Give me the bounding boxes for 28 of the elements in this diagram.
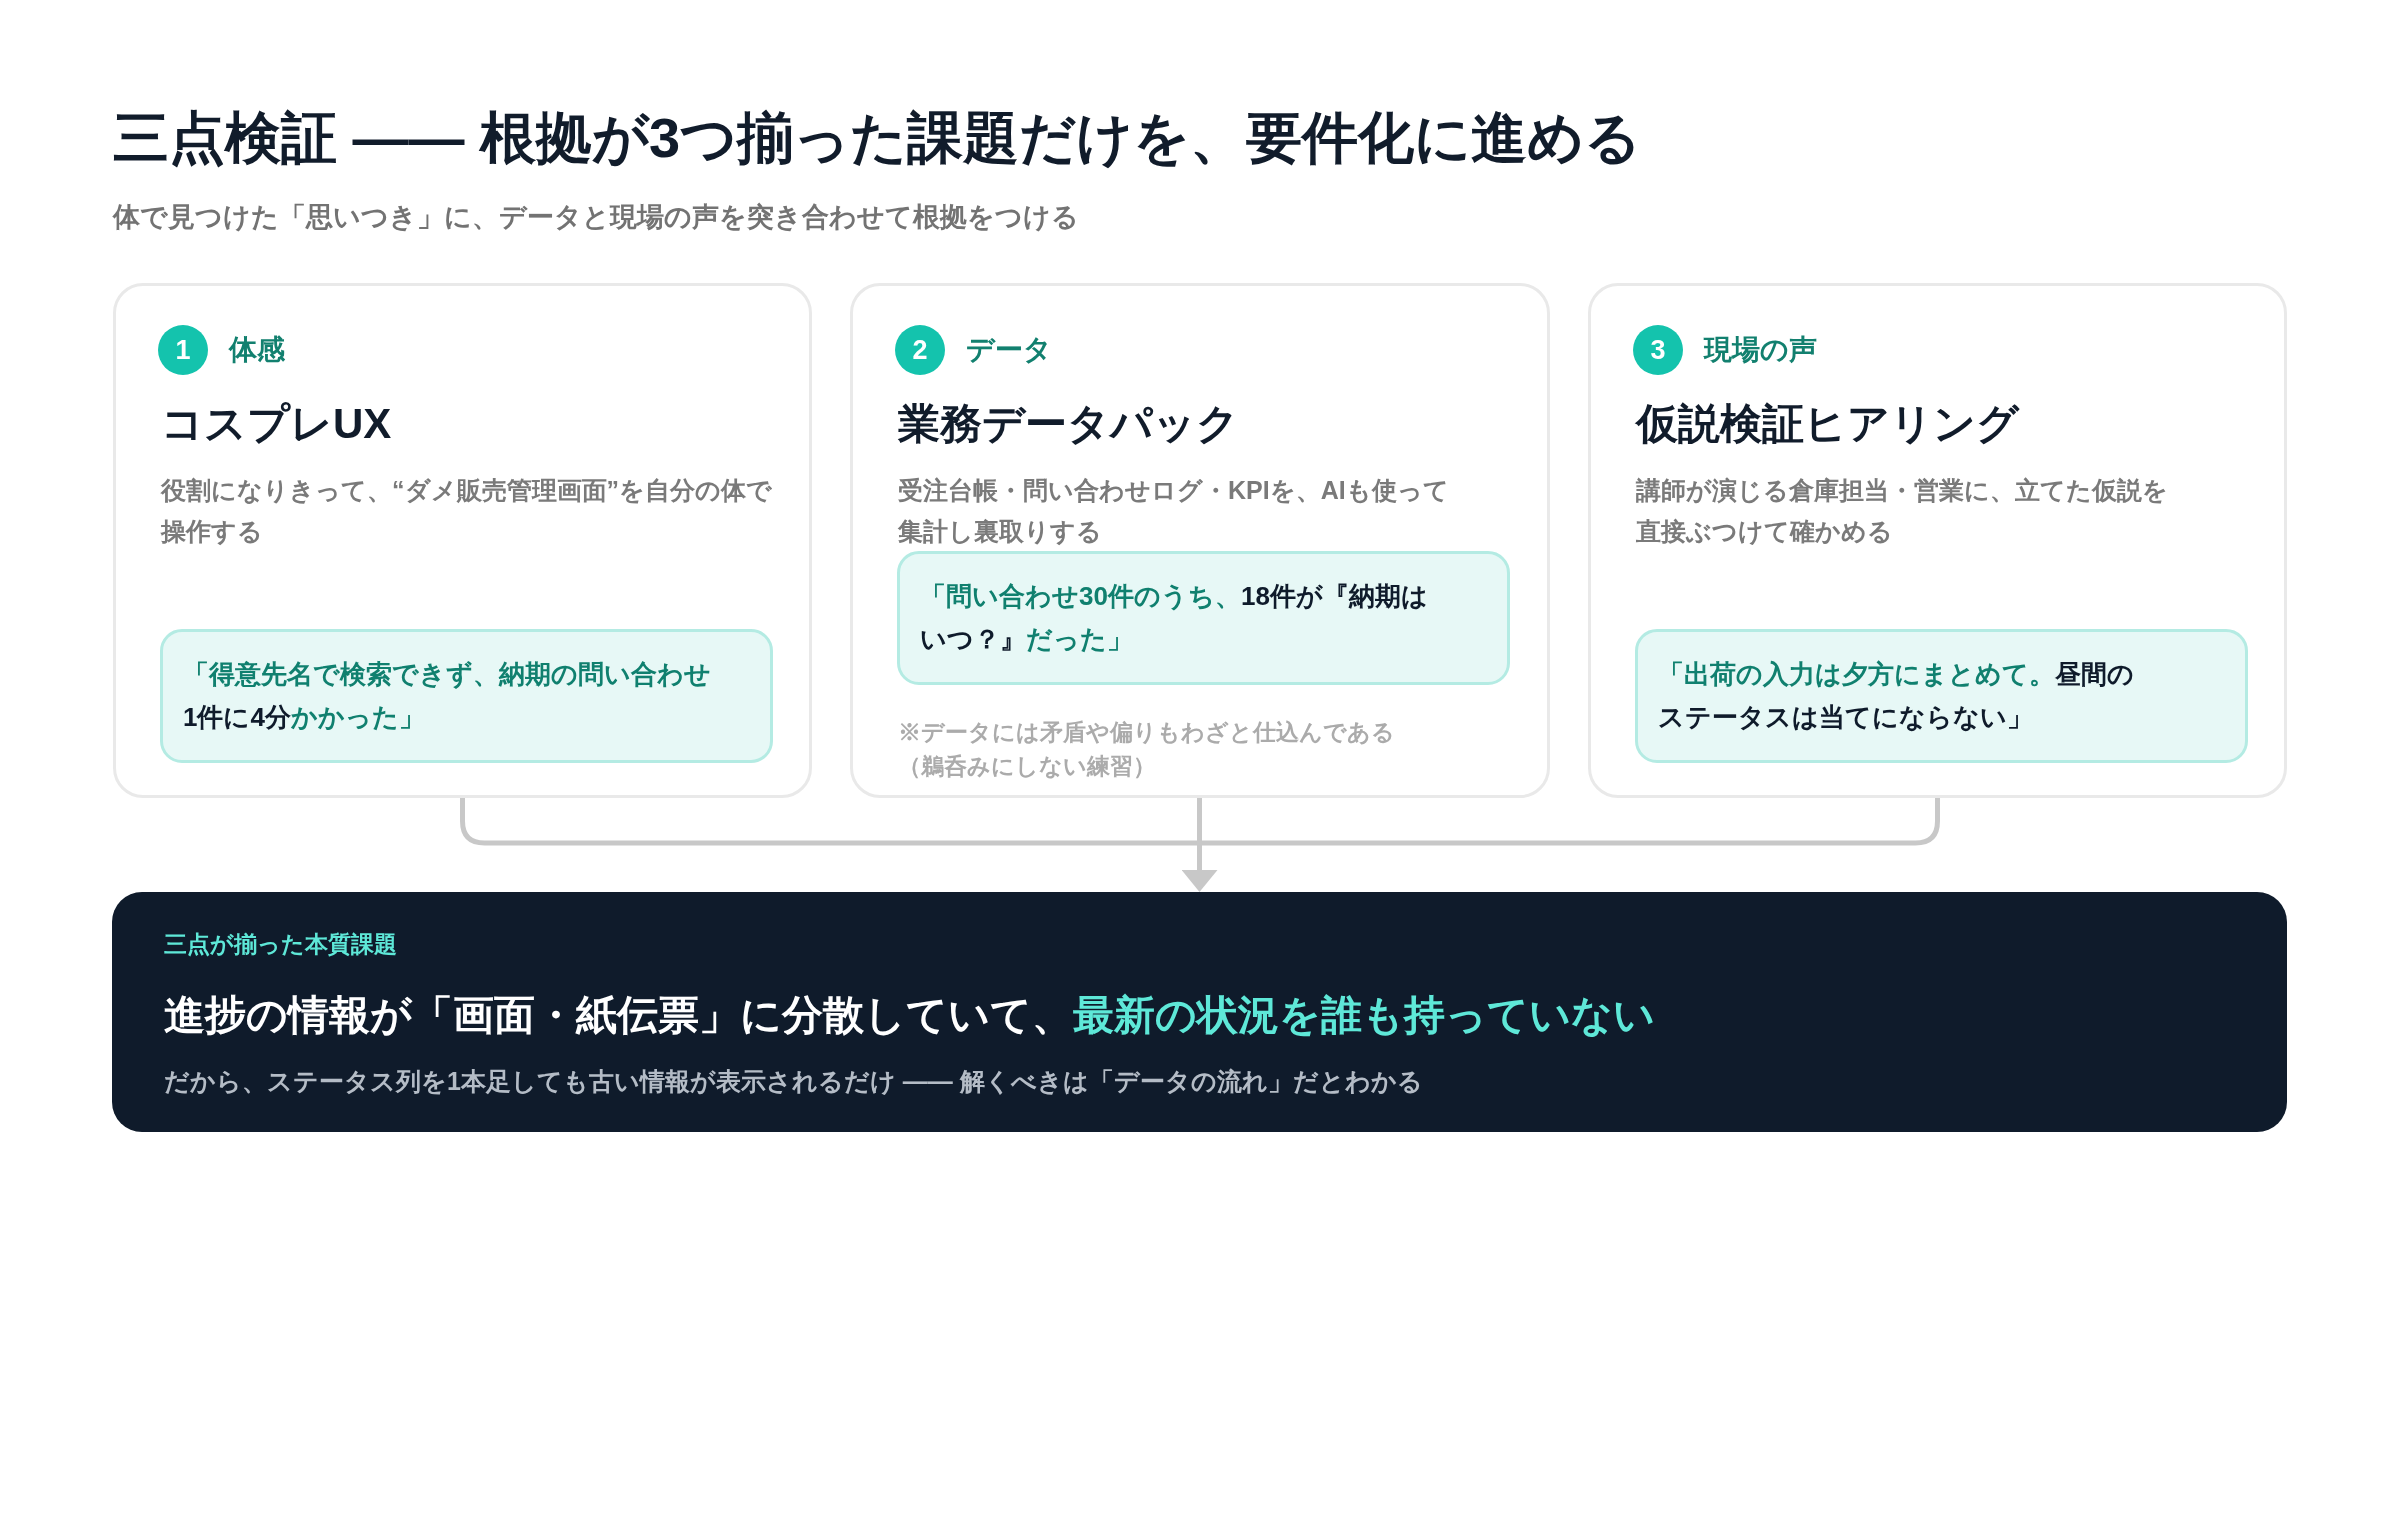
step-title: コスプレUX xyxy=(161,399,392,449)
step-number-badge: 3 xyxy=(1633,325,1683,375)
step-card xyxy=(850,283,1550,798)
panel-eyebrow: 三点が揃った本質課題 xyxy=(164,930,397,959)
page-subtitle: 体で見つけた「思いつき」に、データと現場の声を突き合わせて根拠をつける xyxy=(113,201,1079,234)
connector-line xyxy=(1202,798,1940,846)
step-description: 講師が演じる倉庫担当・営業に、立てた仮説を直接ぶつけて確かめる xyxy=(1636,475,2169,547)
page-title: 三点検証 —— 根拠が3つ揃った課題だけを、要件化に進める xyxy=(113,105,1642,171)
step-card xyxy=(113,283,812,798)
step-category: 体感 xyxy=(229,333,285,367)
footnote: ※データには矛盾や偏りもわざと仕込んである（鵜呑みにしない練習） xyxy=(898,718,1396,781)
step-number-badge: 1 xyxy=(158,325,208,375)
quote-callout: 「問い合わせ30件のうち、18件が『納期はいつ？』だった」 xyxy=(897,551,1510,685)
connector-arrow xyxy=(1181,798,1218,892)
step-title: 仮説検証ヒアリング xyxy=(1636,399,2019,449)
conclusion-panel xyxy=(112,892,2287,1132)
quote-callout: 「出荷の入力は夕方にまとめて。昼間のステータスは当てにならない」 xyxy=(1635,629,2248,763)
panel-note: だから、ステータス列を1本足しても古い情報が表示されるだけ —— 解くべきは「データの流れ」だとわかる xyxy=(164,1066,1423,1097)
step-category: 現場の声 xyxy=(1704,333,1817,367)
step-category: データ xyxy=(966,333,1052,367)
step-title: 業務データパック xyxy=(898,399,1239,449)
panel-headline: 進捗の情報が「画面・紙伝票」に分散していて、最新の状況を誰も持っていない xyxy=(164,991,1655,1040)
step-description: 受注台帳・問い合わせログ・KPIを、AIも使って集計し裏取りする xyxy=(898,475,1450,547)
step-number-badge: 2 xyxy=(895,325,945,375)
quote-callout: 「得意先名で検索できず、納期の問い合わせ1件に4分かかった」 xyxy=(160,629,773,763)
connector-line xyxy=(460,798,1197,846)
step-card xyxy=(1588,283,2287,798)
step-description: 役割になりきって、“ダメ販売管理画面”を自分の体で操作する xyxy=(161,475,773,547)
